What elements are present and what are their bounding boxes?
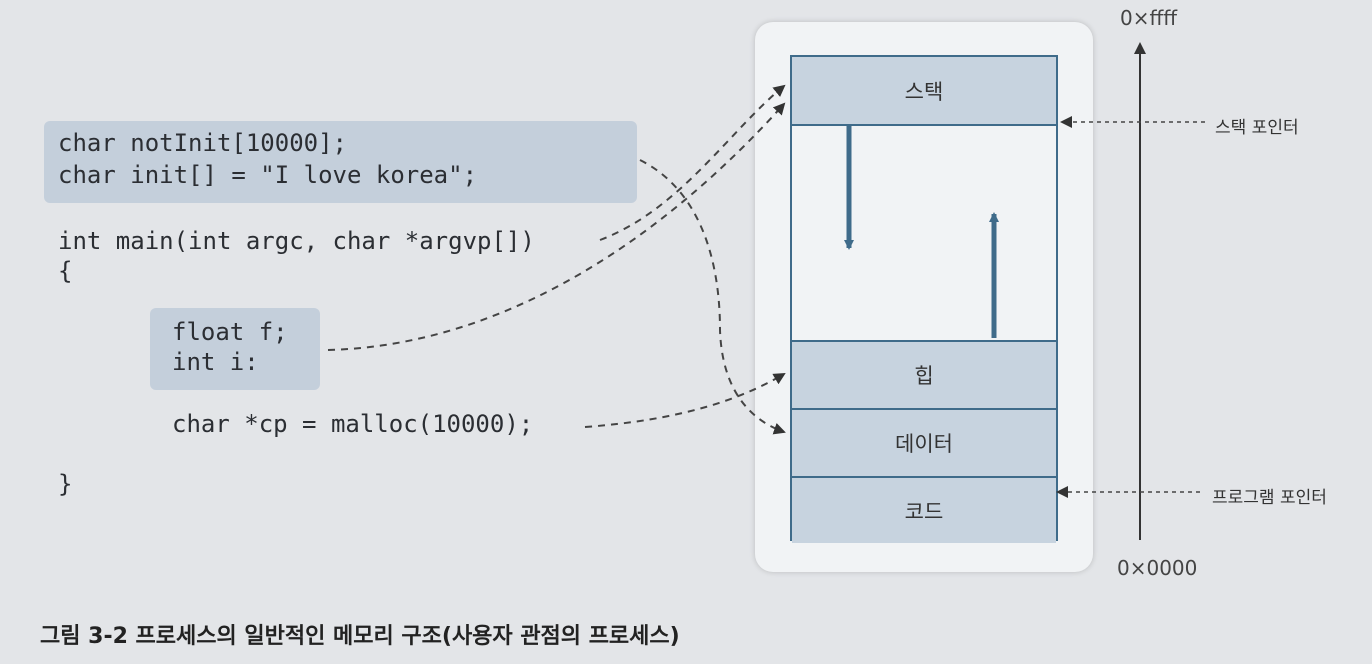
stack-label: 스택: [904, 79, 944, 104]
address-top: 0×ffff: [1120, 6, 1178, 30]
globals-highlight: [44, 121, 637, 203]
figure-caption: 그림 3-2 프로세스의 일반적인 메모리 구조(사용자 관점의 프로세스): [40, 624, 680, 649]
stack-segment: 스택: [792, 57, 1056, 126]
heap-label: 힙: [914, 364, 934, 388]
locals-to-stack-arrow: [327, 102, 786, 351]
heap-segment: 힙: [792, 342, 1056, 410]
global-init-line: char init[] = "I love korea";: [58, 161, 478, 189]
global-notinit-line: char notInit[10000];: [58, 129, 347, 157]
main-signature: int main(int argc, char *argvp[]): [58, 227, 535, 255]
address-bottom: 0×0000: [1117, 556, 1198, 580]
program-pointer-label: 프로그램 포인터: [1212, 488, 1327, 508]
close-brace: }: [58, 470, 73, 498]
locals-highlight: [150, 308, 320, 390]
data-segment: 데이터: [792, 410, 1056, 478]
open-brace: {: [58, 257, 73, 285]
malloc-to-heap-arrow: [584, 372, 786, 428]
local-float-line: float f;: [172, 318, 288, 346]
main-to-stack-arrow: [599, 84, 786, 241]
free-space: [792, 126, 1056, 342]
globals-to-data-arrow: [639, 159, 786, 435]
code-segment: 코드: [792, 478, 1056, 543]
stack-pointer-label: 스택 포인터: [1215, 118, 1299, 138]
local-int-line: int i:: [172, 348, 259, 376]
memory-map: 스택 힙 데이터 코드: [790, 55, 1058, 543]
malloc-line: char *cp = malloc(10000);: [172, 410, 534, 438]
data-label: 데이터: [895, 432, 953, 456]
code-label: 코드: [904, 499, 944, 524]
